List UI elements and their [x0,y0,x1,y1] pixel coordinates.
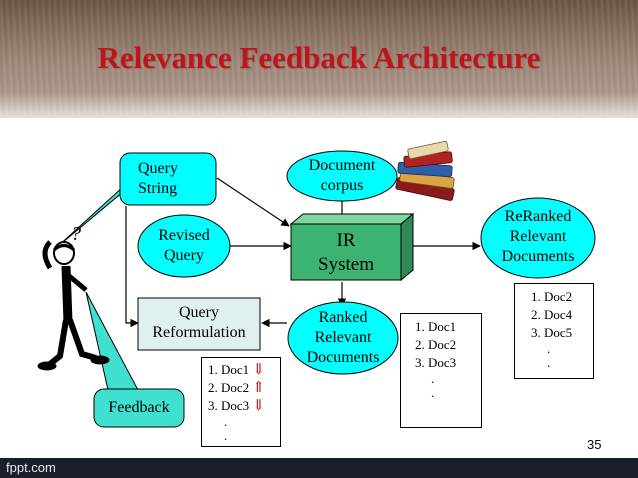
page-number: 35 [587,437,602,452]
reranked-doc-item: . [547,341,551,356]
feedback-callout [85,291,139,391]
ranked-doc-item: 3. Doc3 [415,355,457,370]
header-fade [0,92,638,132]
reranked-doc-item: . [547,355,551,370]
feedback-node: Feedback [108,399,170,416]
ranked-node: Ranked Relevant Documents [288,308,398,368]
ir-system-top [289,213,415,225]
reranked-line1: ReRanked [504,208,572,225]
feedback-doc-label: 2. Doc2 [208,380,250,395]
question-mark: ? [71,223,81,245]
thinking-person-icon [37,240,110,371]
arrow-query-to-reform [125,206,139,328]
ranked-doc-item: 2. Doc2 [415,337,457,352]
ir-system-front [290,223,402,281]
down-arrow-icon: ⇓ [252,398,265,414]
query-reformulation-line2: Reformulation [152,324,246,341]
ranked-docs-list: 1. Doc1 2. Doc2 3. Doc3 . . [400,313,482,428]
ranked-line2: Relevant [314,329,372,346]
reranked-doc-item: 2. Doc4 [531,307,573,322]
revised-query-node: Revised Query [140,226,228,266]
ranked-line3: Documents [306,349,380,366]
feedback-doc-dot: . [224,428,228,443]
revised-query-line1: Revised [158,227,210,244]
document-corpus-line2: corpus [320,177,364,194]
ir-system-side [400,212,414,282]
down-arrow-icon: ⇓ [252,362,265,378]
feedback-doc-item: 2. Doc2 ⇑ [208,379,280,397]
query-reformulation-line1: Query [179,304,219,321]
feedback-doc-label: 1. Doc1 [208,362,250,377]
document-corpus-ellipse [286,150,398,202]
footer-brand: fppt.com [6,460,56,475]
document-corpus-line1: Document [308,157,376,174]
ir-system-line2: System [318,254,374,275]
reranked-line2: Relevant [509,228,567,245]
document-corpus-node: Document corpus [292,156,392,196]
ranked-ellipse [287,301,399,375]
feedback-doc-dot: . [224,414,228,429]
ranked-doc-item: . [431,385,435,400]
feedback-doc-item: 1. Doc1 ⇓ [208,361,280,379]
query-string-line1: Query [138,160,178,177]
revised-query-line2: Query [164,247,204,264]
query-string-box [119,152,217,206]
up-arrow-icon: ⇑ [252,380,265,396]
arrow-query-to-ir [216,177,290,227]
ranked-doc-item: 1. Doc1 [415,319,457,334]
query-reformulation-box [137,297,261,351]
query-string-node: Query String [124,159,198,199]
feedback-box [93,388,185,428]
feedback-docs-list: 1. Doc1 ⇓ 2. Doc2 ⇑ 3. Doc3 ⇓ . . [201,357,281,447]
reranked-docs-list: 1. Doc2 2. Doc4 3. Doc5 . . [514,283,594,379]
query-string-line2: String [138,180,178,197]
footer-bar: fppt.com [0,458,638,478]
reranked-ellipse [480,197,596,279]
revised-query-ellipse [137,214,231,278]
ranked-line1: Ranked [318,309,368,326]
reranked-doc-item: 3. Doc5 [531,325,573,340]
reranked-doc-item: 1. Doc2 [531,289,573,304]
feedback-doc-label: 3. Doc3 [208,398,250,413]
ir-system-line1: IR [336,230,356,251]
query-reformulation-node: Query Reformulation [138,303,260,343]
feedback-doc-item: 3. Doc3 ⇓ [208,397,280,415]
books-icon [395,140,455,201]
reranked-node: ReRanked Relevant Documents [481,207,595,267]
slide-title: Relevance Feedback Architecture [97,40,541,75]
reranked-line3: Documents [501,248,575,265]
ranked-doc-item: . [431,371,435,386]
ir-system-node: IR System [291,229,401,277]
